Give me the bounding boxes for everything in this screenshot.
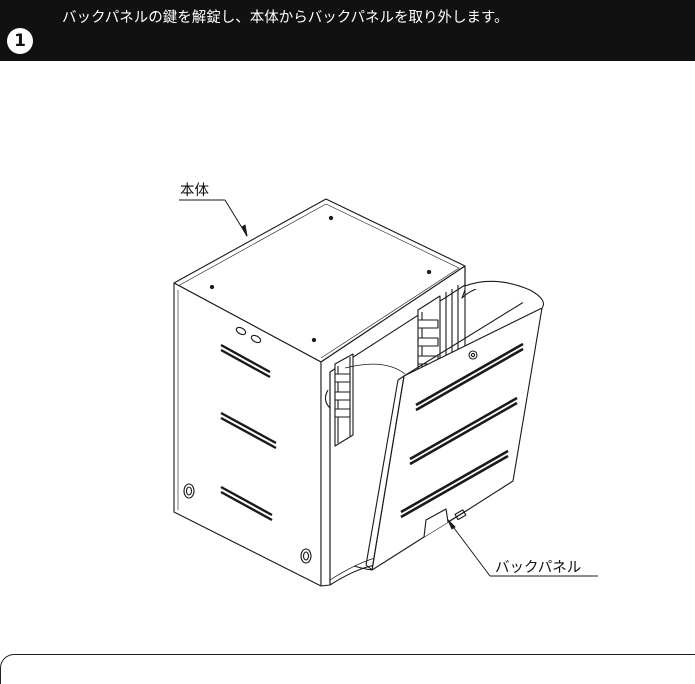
label-body: 本体 xyxy=(180,183,209,199)
step-header: 1 バックパネルの鍵を解錠し、本体からバックパネルを取り外します。 xyxy=(0,0,695,61)
callout-leader-body xyxy=(179,199,248,237)
left-vent-grilles xyxy=(220,343,277,522)
interior-rail xyxy=(324,353,354,447)
bottom-hole-right xyxy=(300,548,312,564)
panel-vent-grilles xyxy=(400,342,524,519)
step-instruction-text: バックパネルの鍵を解錠し、本体からバックパネルを取り外します。 xyxy=(62,10,509,26)
panel-bottom-border xyxy=(0,654,695,684)
label-back-panel: バックパネル xyxy=(495,560,582,576)
panel-lock xyxy=(468,350,478,360)
callout-leader-back-panel xyxy=(447,519,598,577)
back-panel xyxy=(353,280,545,571)
step-number-badge: 1 xyxy=(7,28,33,54)
bottom-hole-left xyxy=(183,483,195,499)
